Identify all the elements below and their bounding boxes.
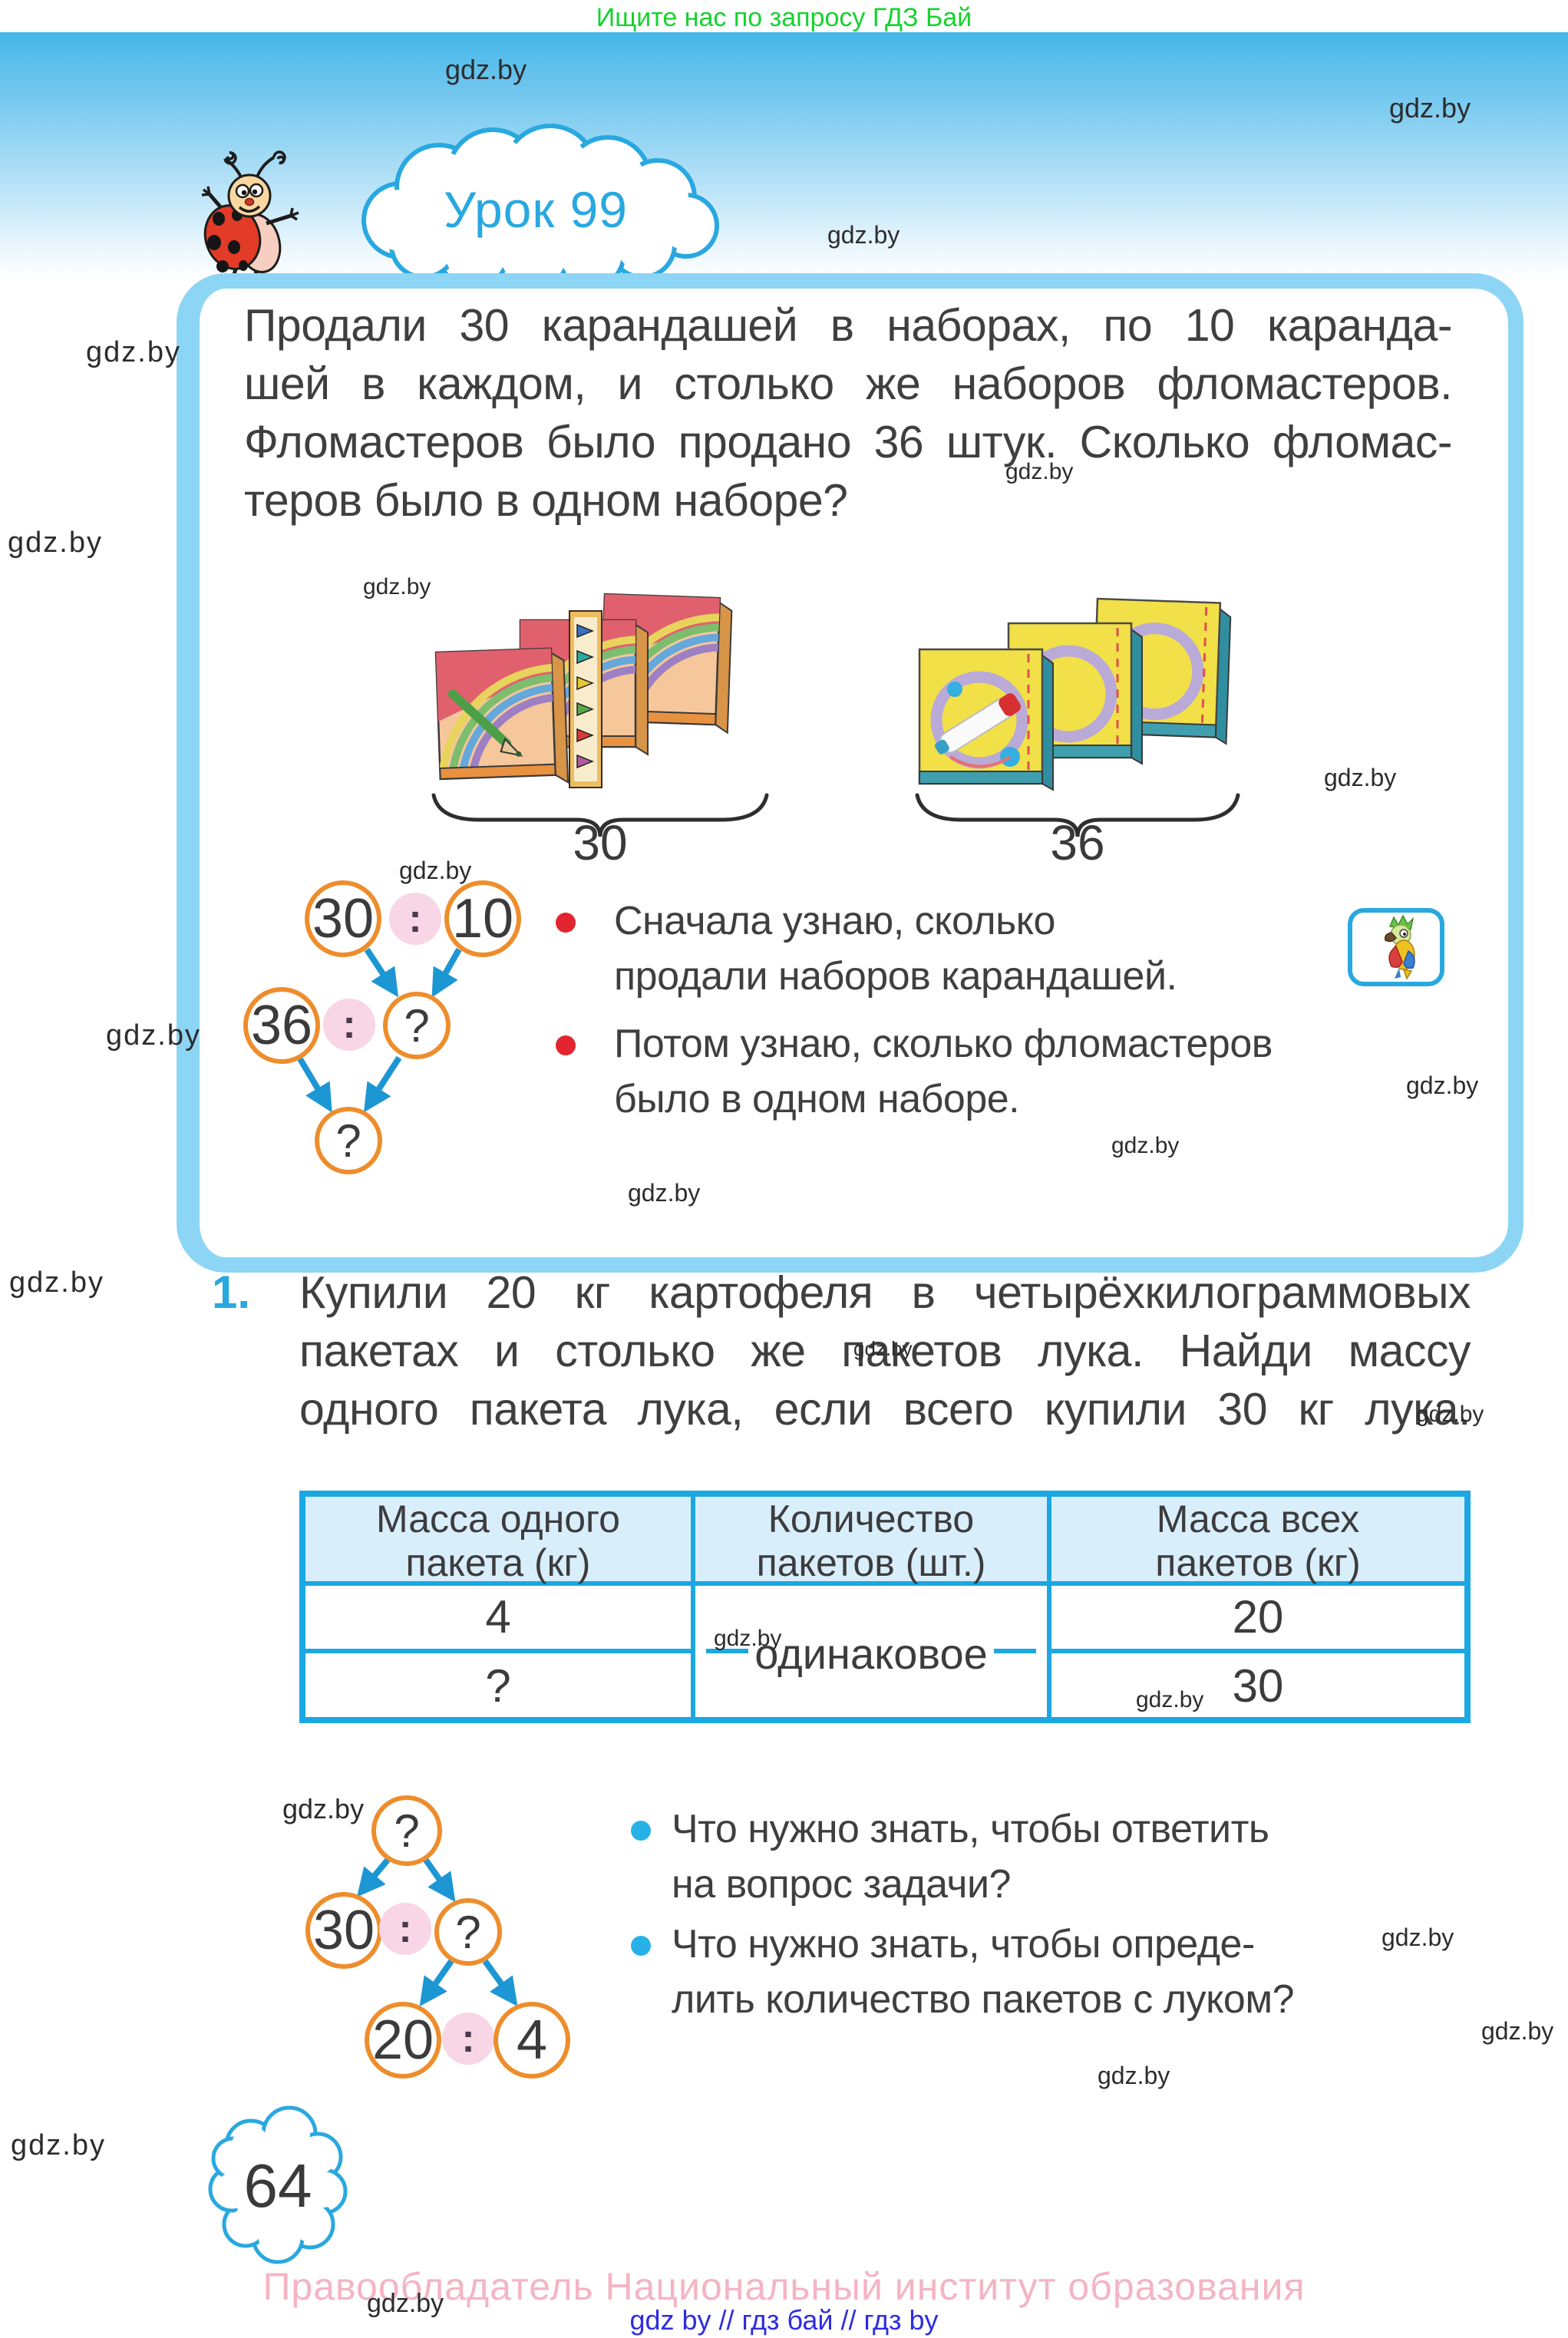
intro-line: теров было в одном наборе?	[244, 475, 848, 526]
task-number: 1.	[212, 1266, 251, 1318]
question-line: лить количество пакетов с луком?	[672, 1977, 1295, 2022]
intro-line: Продали 30 карандашей в наборах, по 10 к…	[244, 300, 1453, 351]
step-line: Сначала узнаю, сколько	[614, 899, 1055, 943]
watermark: gdz.by	[714, 1626, 782, 1651]
problem-frame	[177, 273, 1523, 1273]
tree-node: 10	[444, 880, 521, 957]
table-header-cell: Количество пакетов (шт.)	[695, 1497, 1047, 1586]
promo-text: Ищите нас по запросу ГДЗ Бай	[596, 3, 972, 32]
footer-links[interactable]: gdz by // гдз бай // гдз by	[629, 2304, 939, 2336]
watermark: gdz.by	[1111, 1133, 1180, 1158]
task-line: Купили 20 кг картофеля в четырёхкилограм…	[299, 1267, 1471, 1318]
watermark: gdz.by	[827, 221, 900, 249]
watermark: gdz.by	[1406, 1072, 1479, 1099]
merged-cell-dash	[994, 1649, 1036, 1653]
copyright-text: Правообладатель Национальный институт об…	[262, 2265, 1306, 2308]
tree-node: ?	[371, 1795, 442, 1866]
header-line: Количество	[767, 1498, 975, 1541]
tree-node: 4	[494, 2002, 570, 2079]
pencil-boxes-illustration	[430, 591, 767, 794]
header-line: пакетов (кг)	[1155, 1541, 1361, 1584]
watermark: gdz.by	[1481, 2017, 1554, 2045]
marker-boxes-illustration	[915, 597, 1245, 793]
tree-node: ?	[315, 1107, 382, 1174]
watermark: gdz.by	[86, 336, 181, 368]
table-header-cell: Масса одного пакета (кг)	[305, 1497, 691, 1586]
watermark: gdz.by	[367, 2289, 444, 2318]
solution-tree-arrows	[296, 947, 462, 1113]
task1-tree-arrows	[356, 1857, 518, 2007]
watermark: gdz.by	[1324, 764, 1397, 791]
watermark: gdz.by	[8, 527, 103, 559]
tree-node: 36	[243, 987, 320, 1064]
step-bullet	[556, 913, 576, 933]
step-line: продали наборов карандашей.	[614, 954, 1177, 999]
watermark: gdz.by	[853, 1337, 913, 1360]
header-line: пакета (кг)	[405, 1541, 591, 1584]
table-cell-value: 4	[485, 1591, 511, 1643]
watermark: gdz.by	[1098, 2062, 1170, 2089]
table-cell-value: ?	[485, 1660, 511, 1712]
question-bullet	[631, 1821, 651, 1841]
watermark: gdz.by	[9, 1266, 104, 1299]
watermark: gdz.by	[11, 2129, 106, 2161]
intro-line: Фломастеров было продано 36 штук. Скольк…	[244, 417, 1453, 467]
step-line: Потом узнаю, сколько фломастеров	[614, 1022, 1273, 1066]
tree-node-operator: :	[323, 999, 375, 1051]
brace-pencils	[431, 793, 769, 837]
markers-total-label: 36	[1050, 815, 1105, 870]
task-line: одного пакета лука, если всего купили 30…	[299, 1384, 1471, 1435]
brace-markers	[915, 793, 1240, 837]
page-number: 64	[243, 2151, 312, 2220]
table-row-divider	[1051, 1649, 1464, 1653]
watermark: gdz.by	[1381, 1924, 1454, 1951]
parrot-icon	[1348, 908, 1444, 986]
mass-quantity-table: Масса одного пакета (кг) Количество паке…	[299, 1491, 1471, 1723]
table-column-divider	[1047, 1497, 1051, 1717]
header-line: пакетов (шт.)	[756, 1541, 986, 1584]
watermark: gdz.by	[282, 1793, 365, 1824]
merged-cell-dash	[706, 1649, 748, 1653]
page-number-cloud	[208, 2105, 348, 2264]
watermark: gdz.by	[445, 54, 527, 85]
step-bullet	[556, 1035, 576, 1055]
lesson-title: Урок 99	[444, 181, 628, 238]
ladybug-mascot	[201, 150, 299, 290]
header-line: Масса одного	[376, 1498, 620, 1541]
step-line: было в одном наборе.	[614, 1077, 1020, 1121]
table-column-divider	[691, 1497, 695, 1717]
merged-cell-note: одинаковое	[754, 1630, 988, 1678]
lesson-cloud	[361, 124, 719, 294]
tree-node-operator: :	[389, 893, 441, 945]
table-header-background	[305, 1497, 1464, 1586]
tree-node: ?	[383, 992, 451, 1059]
intro-line: шей в каждом, и столько же наборов флома…	[244, 358, 1453, 409]
header-line: Масса всех	[1156, 1498, 1360, 1541]
tree-node: ?	[434, 1898, 502, 1966]
tree-node-operator: :	[379, 1903, 431, 1955]
tree-node: 30	[305, 880, 381, 957]
watermark: gdz.by	[399, 857, 472, 884]
tree-node: 20	[365, 2002, 441, 2079]
watermark: gdz.by	[1389, 92, 1471, 124]
watermark: gdz.by	[106, 1019, 201, 1052]
pencils-total-label: 30	[573, 815, 628, 870]
tree-node-operator: :	[442, 2013, 494, 2065]
table-cell-value: 30	[1232, 1660, 1284, 1712]
table-cell-value: 20	[1232, 1591, 1284, 1643]
watermark: gdz.by	[363, 574, 431, 599]
promo-bar: Ищите нас по запросу ГДЗ Бай	[0, 0, 1568, 32]
watermark: gdz.by	[1416, 1402, 1484, 1427]
watermark: gdz.by	[1136, 1687, 1204, 1712]
question-line: Что нужно знать, чтобы ответить	[672, 1807, 1269, 1851]
watermark: gdz.by	[1005, 459, 1074, 484]
task-line: пакетах и столько же пакетов лука. Найди…	[299, 1326, 1471, 1376]
question-line: на вопрос задачи?	[672, 1862, 1011, 1907]
table-header-cell: Масса всех пакетов (кг)	[1051, 1497, 1464, 1586]
question-bullet	[631, 1936, 651, 1956]
question-line: Что нужно знать, чтобы опреде-	[672, 1922, 1255, 1966]
watermark: gdz.by	[628, 1179, 701, 1207]
tree-node: 30	[305, 1892, 382, 1969]
table-row-divider	[305, 1649, 691, 1653]
